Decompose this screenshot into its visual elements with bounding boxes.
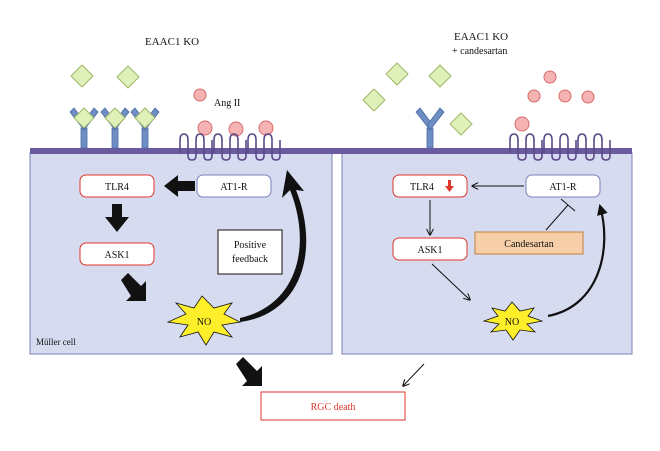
right-no-burst: [482, 301, 544, 341]
left-ang-ii: [193, 88, 274, 137]
arrow-no-to-at1r-feedback: [240, 170, 307, 322]
at1r-coil: [213, 133, 247, 161]
left-tlr4-box: [79, 174, 155, 198]
candesartan-label: Candesartan: [504, 239, 553, 250]
ligand-diamond: [104, 107, 126, 129]
right-at1r-label: AT1-R: [549, 182, 577, 193]
candesartan-box: [474, 231, 584, 255]
left-at1r-label: AT1-R: [220, 182, 248, 193]
ligand-diamond: [428, 64, 452, 88]
left-ask1-label: ASK1: [104, 250, 129, 261]
ang-ii-circle: [527, 89, 541, 103]
ang-ii-label: Ang II: [214, 98, 240, 109]
ang-ii-circle: [558, 89, 572, 103]
ligand-diamond: [73, 107, 95, 129]
arrow-right-to-rgc-death: [403, 363, 425, 386]
left-at1r-box: [196, 174, 272, 198]
at1r-coil: [179, 133, 213, 161]
at1r-coil: [543, 133, 577, 161]
rgc-death-box: [260, 391, 406, 421]
left-no-label: NO: [197, 317, 211, 328]
left-tlr4-label: TLR4: [105, 182, 129, 193]
positive-feedback-line2: feedback: [232, 254, 268, 265]
candesartan-inhibition: [545, 198, 576, 231]
right-ang-ii: [514, 70, 595, 132]
right-no-label: NO: [505, 317, 519, 328]
ang-ii-circle: [581, 90, 595, 104]
right-title-line2: + candesartan: [452, 46, 507, 57]
ang-ii-circle: [228, 121, 244, 137]
left-tlr4-receptors: [69, 107, 160, 149]
arrow-tlr4-to-ask1: [105, 204, 129, 232]
positive-feedback-line1: Positive: [234, 240, 267, 251]
arrow-ask1-to-no: [121, 273, 146, 301]
right-ask1-box: [392, 237, 468, 261]
ligand-diamond: [116, 65, 140, 89]
ang-ii-circle: [514, 116, 530, 132]
ang-ii-circle: [543, 70, 557, 84]
arrow-ask1-to-no-thin: [431, 263, 470, 300]
right-tlr4-receptors: [415, 107, 445, 149]
right-at1r-box: [525, 174, 601, 198]
at1r-coil: [577, 133, 611, 161]
arrow-left-to-rgc-death: [236, 357, 262, 386]
ligand-diamond: [362, 88, 386, 112]
ang-ii-circle: [258, 120, 274, 136]
muller-cell-label: Müller cell: [36, 337, 76, 347]
right-free-ligands: [362, 62, 473, 136]
at1r-coil: [247, 133, 281, 161]
right-ask1-label: ASK1: [417, 245, 442, 256]
ang-ii-circle: [197, 120, 213, 136]
right-title-line1: EAAC1 KO: [454, 31, 508, 43]
left-no-burst: [166, 295, 242, 346]
tlr4-receptor: [415, 107, 445, 149]
cell-membrane: [30, 148, 632, 154]
rgc-death-label: RGC death: [311, 402, 356, 413]
left-at1r-receptors: [179, 133, 281, 161]
left-free-ligands: [70, 64, 140, 89]
ligand-diamond: [70, 64, 94, 88]
ang-ii-circle: [193, 88, 207, 102]
arrow-no-to-at1r-curved: [547, 203, 608, 318]
left-title: EAAC1 KO: [145, 36, 199, 48]
tlr4-down-arrow-icon: [445, 180, 454, 192]
ligand-diamond: [449, 112, 473, 136]
ligand-diamond: [385, 62, 409, 86]
ligand-diamond: [134, 107, 156, 129]
right-at1r-receptors: [509, 133, 611, 161]
at1r-coil: [509, 133, 543, 161]
left-ask1-box: [79, 242, 155, 266]
right-tlr4-label: TLR4: [410, 182, 434, 193]
positive-feedback-box: [217, 229, 283, 275]
arrow-at1r-to-tlr4: [164, 175, 195, 197]
